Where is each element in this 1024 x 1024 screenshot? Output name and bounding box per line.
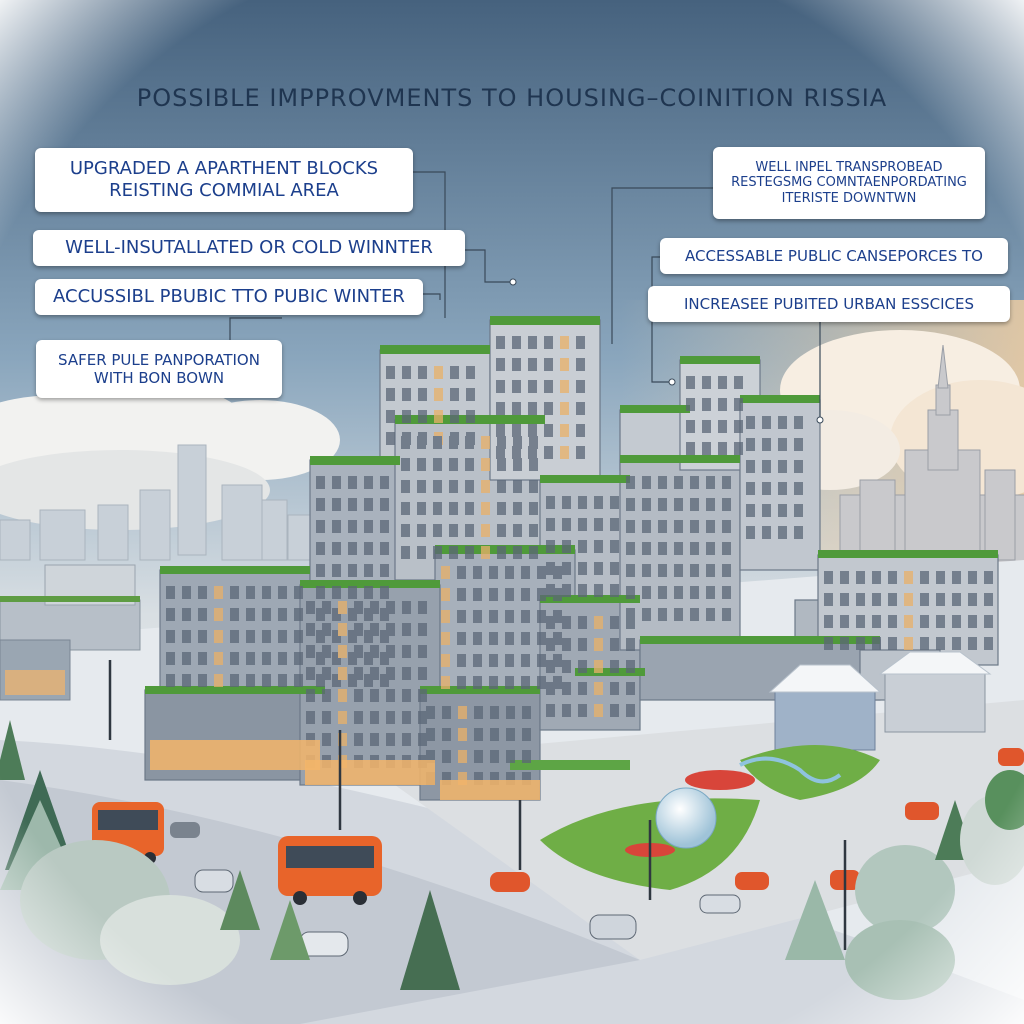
callout-line: UPGRADED A APARTHENT BLOCKS — [69, 158, 379, 180]
callout-line: REISTING COMMIAL AREA — [109, 180, 339, 201]
callout-upgraded-blocks: UPGRADED A APARTHENT BLOCKS REISTING COM… — [35, 148, 413, 212]
callout-accessible-winter: ACCUSSIBL PBUBIC TTO PUBIC WINTER — [35, 279, 423, 315]
callout-transport-road: WELL INPEL TRANSPROBEAD RESTEGSMG COMNTA… — [713, 147, 985, 219]
callout-line: WELL INPEL TRANSPROBEAD — [755, 159, 943, 175]
callout-line: ACCESSABLE PUBLIC CANSEPORCES TO — [685, 247, 983, 265]
callout-safer-transport: SAFER PULE PANPORATION WITH BON BOWN — [36, 340, 282, 398]
callout-line: RESTEGSMG COMNTAENPORDATING — [731, 175, 967, 191]
callout-line: ACCUSSIBL PBUBIC TTO PUBIC WINTER — [53, 286, 405, 308]
callout-line: INCREASEE PUBITED URBAN ESSCICES — [683, 295, 975, 313]
callout-accessable-public: ACCESSABLE PUBLIC CANSEPORCES TO — [660, 238, 1008, 274]
page-title: POSSIBLE IMPPROVMENTS TO HOUSING–COINITI… — [136, 84, 888, 112]
callout-urban-services: INCREASEE PUBITED URBAN ESSCICES — [648, 286, 1010, 322]
callout-line: ITERISTE DOWNTWN — [781, 190, 917, 206]
callout-line: SAFER PULE PANPORATION — [58, 351, 260, 369]
callout-line: WELL-INSUTALLATED OR COLD WINNTER — [65, 237, 433, 259]
callout-insulated: WELL-INSUTALLATED OR COLD WINNTER — [33, 230, 465, 266]
callout-line: WITH BON BOWN — [93, 369, 225, 387]
